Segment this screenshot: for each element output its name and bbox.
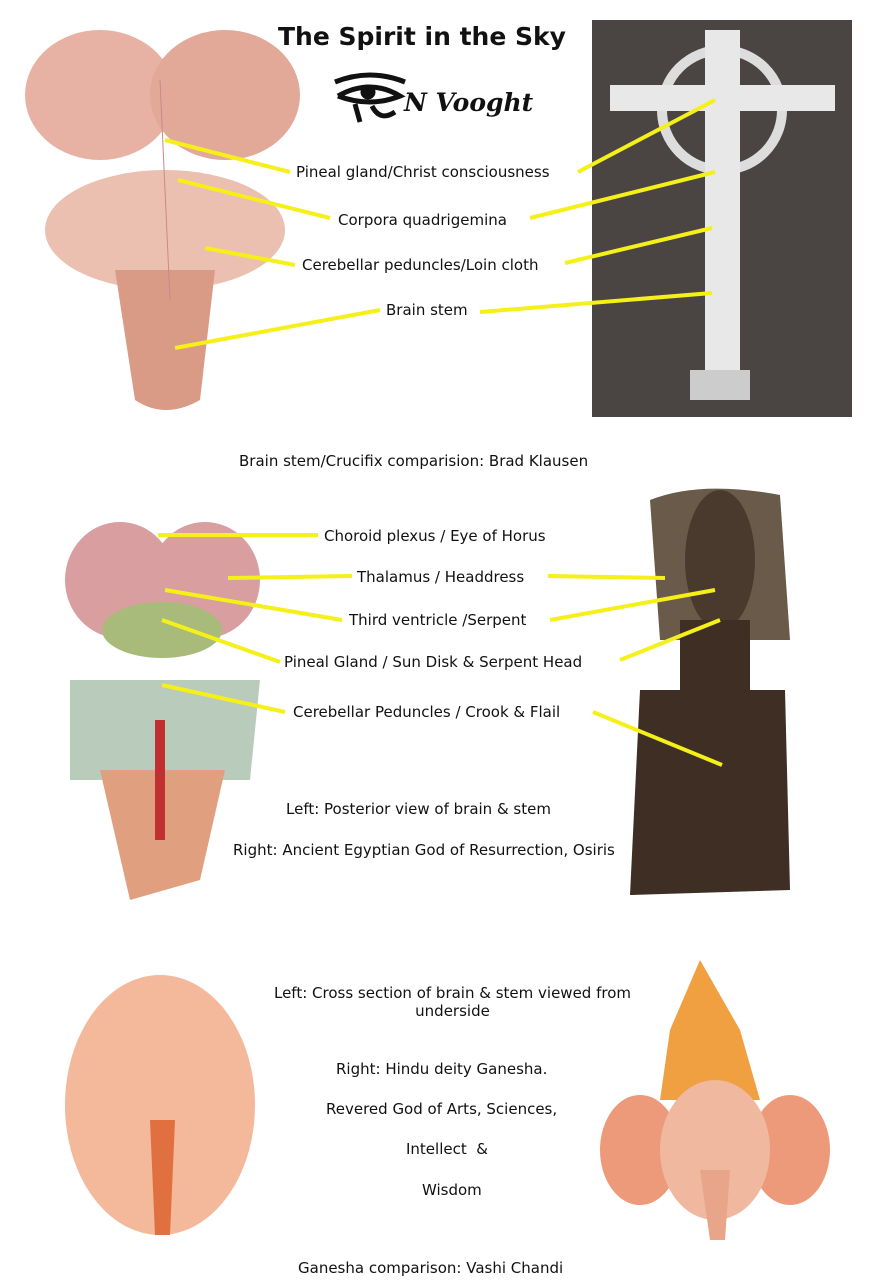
posterior-brain-illustration xyxy=(65,522,260,900)
label-pineal: Pineal gland/Christ consciousness xyxy=(296,163,550,181)
credit-ganesha: Ganesha comparison: Vashi Chandi xyxy=(298,1259,564,1277)
label-crook-flail: Cerebellar Peduncles / Crook & Flail xyxy=(293,703,561,721)
label-cerebellar: Cerebellar peduncles/Loin cloth xyxy=(302,256,539,274)
crucifix-photo xyxy=(592,20,852,417)
label-pineal-sun: Pineal Gland / Sun Disk & Serpent Head xyxy=(284,653,583,671)
caption-cross-section: Left: Cross section of brain & stem view… xyxy=(273,984,631,1020)
credit-crucifix: Brain stem/Crucifix comparision: Brad Kl… xyxy=(239,452,589,470)
caption-line2: Revered God of Arts, Sciences, xyxy=(326,1100,558,1118)
label-corpora: Corpora quadrigemina xyxy=(338,211,507,229)
caption-ganesha: Right: Hindu deity Ganesha. xyxy=(336,1060,548,1078)
brain-stem-illustration xyxy=(25,30,300,410)
ganesha-illustration xyxy=(600,960,830,1240)
page-title: The Spirit in the Sky xyxy=(278,22,566,51)
label-brain-stem: Brain stem xyxy=(386,301,468,319)
caption-osiris: Right: Ancient Egyptian God of Resurrect… xyxy=(233,841,615,859)
caption-posterior: Left: Posterior view of brain & stem xyxy=(286,800,551,818)
caption-line3: Intellect & xyxy=(406,1140,488,1158)
label-third-ventricle: Third ventricle /Serpent xyxy=(349,611,527,629)
caption-line4: Wisdom xyxy=(422,1181,482,1199)
eye-of-horus-icon xyxy=(334,72,406,123)
logo-text: N Vooght xyxy=(404,88,534,117)
label-choroid: Choroid plexus / Eye of Horus xyxy=(324,527,546,545)
osiris-statue-photo xyxy=(630,488,790,895)
pointer-lines xyxy=(158,98,723,767)
brain-underside-illustration xyxy=(65,975,255,1235)
label-thalamus: Thalamus / Headdress xyxy=(357,568,525,586)
